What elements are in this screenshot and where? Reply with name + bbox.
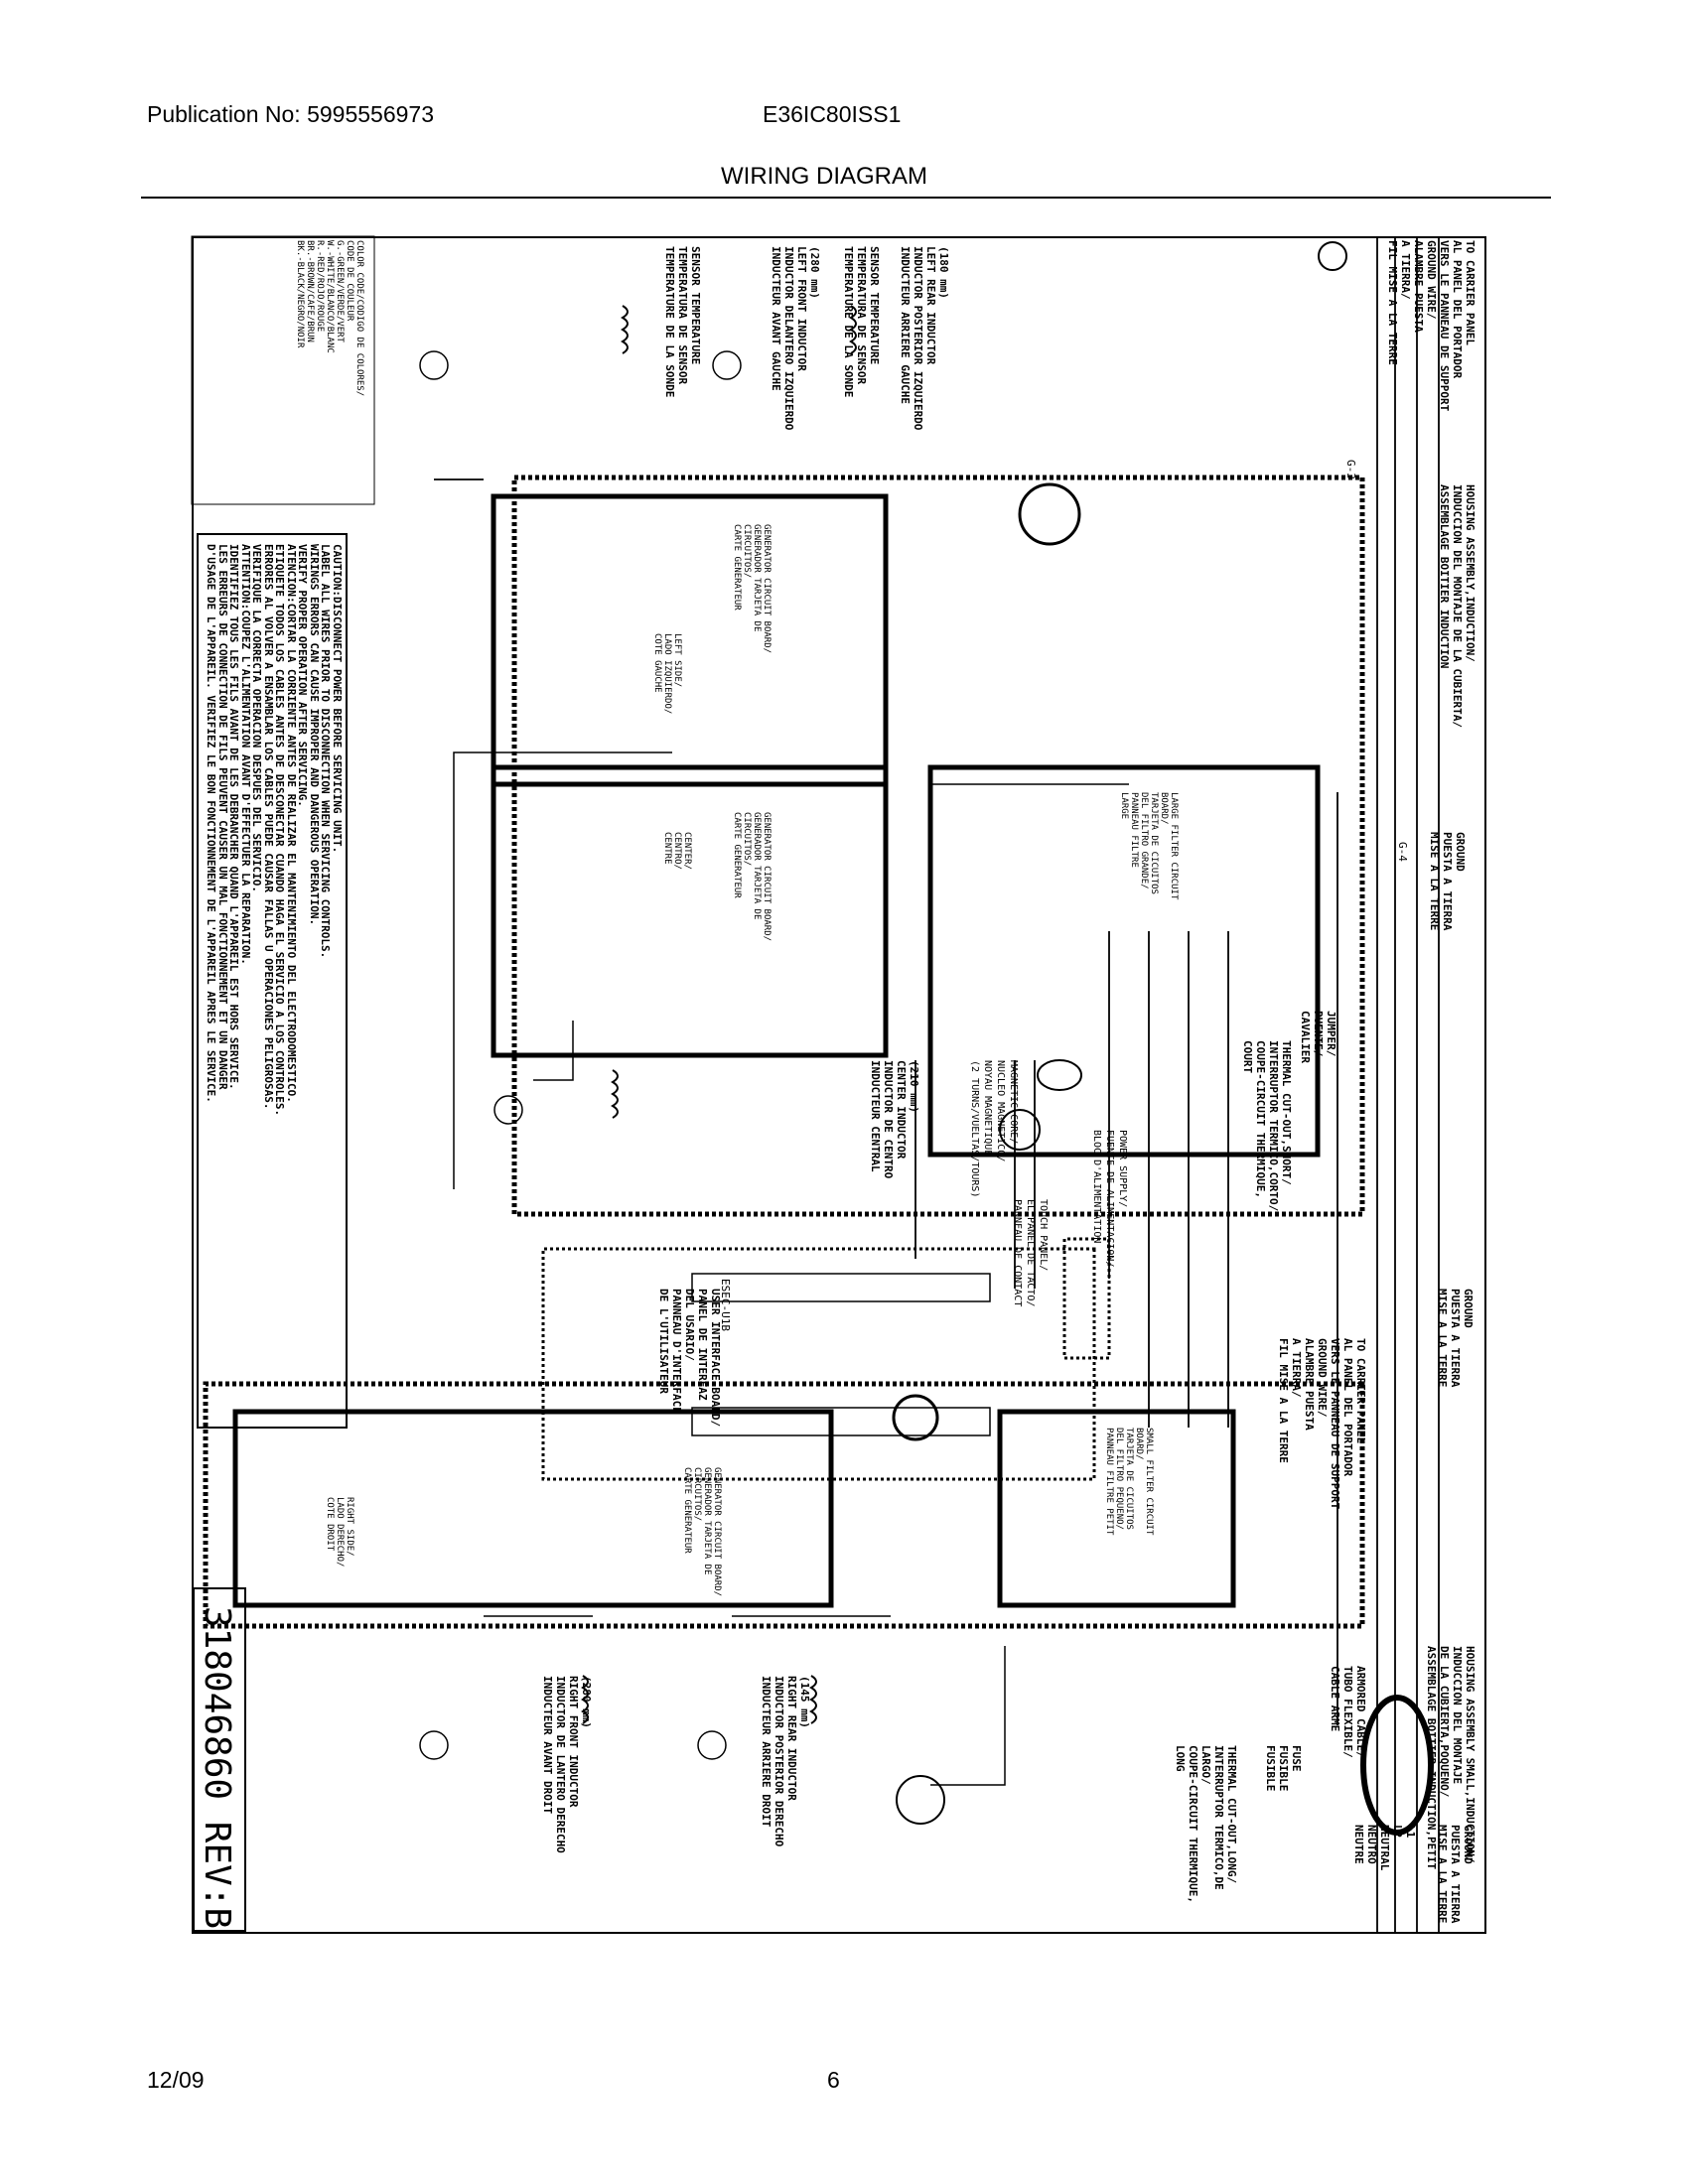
diagram-frame	[192, 236, 1486, 1934]
small-filter-board	[997, 1409, 1236, 1608]
inductor-icon	[611, 1069, 619, 1119]
gen-center-label: GENERATOR CIRCUIT BOARD/GENERADOR TARJET…	[732, 812, 772, 942]
right-side-label: RIGHT SIDE/LADO DERECHO/COTE DROIT	[325, 1497, 354, 1568]
inductor-icon	[581, 1675, 589, 1724]
thermal-cutout-long-icon	[896, 1775, 945, 1825]
ui-board-outline	[541, 1247, 1096, 1481]
color-code-table: COLOR CODE/CODIGO DE COLORES/CODE DE COU…	[295, 240, 364, 397]
touch-panel-label: TOUCH PANEL/EL PANEL DE TACTO/PANNEAU DE…	[1012, 1199, 1049, 1307]
sensor-icon	[697, 1730, 727, 1760]
armored-cable-circle	[1360, 1695, 1434, 1836]
gen-board-right	[232, 1409, 834, 1608]
fan-icon	[1018, 482, 1081, 546]
g3-label: G-3	[1344, 460, 1357, 479]
left-side-label: LEFT SIDE/LADO IZQUIERDO/COTE GAUCHE	[652, 633, 682, 715]
inductor-icon	[621, 305, 629, 354]
gen-board-center	[491, 764, 889, 1058]
jumper-label: JUMPER/PUENTE/CAVALIER	[1299, 1011, 1337, 1063]
gen-right-label: GENERATOR CIRCUIT BOARD/GENERADOR TARJET…	[682, 1467, 722, 1597]
esec-label: ESEC-U1B	[719, 1279, 732, 1331]
magnetic-core-icon	[1037, 1059, 1082, 1091]
large-filter-board	[927, 764, 1321, 1158]
ground-ring-icon	[1318, 241, 1347, 271]
magnetic-core-label: MAGNETIC CORE/NUCLEO MAGNETICO/NOYAU MAG…	[969, 1060, 1019, 1198]
color-code-box	[191, 235, 375, 505]
caution-text: CAUTION:DISCONNECT POWER BEFORE SERVICIN…	[205, 544, 345, 1117]
thermal-long-label: THERMAL CUT-OUT,LONG/INTERRUPTOR TERMICO…	[1174, 1745, 1238, 1903]
g4-label: G-4	[1396, 842, 1409, 862]
power-supply-outline	[1062, 1237, 1111, 1360]
part-number: 318046860 REV:B	[197, 1606, 237, 1929]
fan-icon-small	[892, 1394, 939, 1441]
header-rule	[141, 197, 1551, 199]
model-number: E36IC80ISS1	[763, 101, 902, 127]
footer-date: 12/09	[147, 2067, 205, 2093]
sensor-icon	[419, 350, 449, 380]
page-number: 6	[827, 2067, 840, 2093]
sensor-icon	[493, 1095, 523, 1125]
inductor-icon	[849, 305, 857, 354]
sensor-icon	[712, 350, 742, 380]
inductor-icon	[809, 1675, 817, 1724]
gen-board-left	[491, 493, 889, 787]
housing-large-label: HOUSING ASSEMBLY,INDUCTION/INDUCCION DEL…	[1438, 484, 1477, 729]
power-supply-label: POWER SUPPLY/FUENTE DE ALIMENTACION/BLOC…	[1091, 1130, 1128, 1268]
housing-small-outline	[203, 1381, 1365, 1629]
center-side-label: CENTER/CENTRO/CENTRE	[662, 832, 692, 870]
thermal-cutout-short-icon	[999, 1109, 1041, 1151]
housing-large-outline	[511, 475, 1365, 1217]
part-number-box	[193, 1587, 246, 1932]
page-title: WIRING DIAGRAM	[721, 163, 927, 190]
armored-label: ARMORED CABLE/TUBO FLEXIBLE/CABLE ARME	[1329, 1666, 1367, 1758]
caution-box	[197, 533, 348, 1429]
publication-number: Publication No: 5995556973	[147, 101, 435, 127]
sensor-icon	[419, 1730, 449, 1760]
thermal-short-label: THERMAL CUT-OUT,SHORT/INTERRUPTOR TERMIC…	[1241, 1040, 1293, 1212]
gen-left-label: GENERATOR CIRCUIT BOARD/GENERADOR TARJET…	[732, 524, 772, 654]
